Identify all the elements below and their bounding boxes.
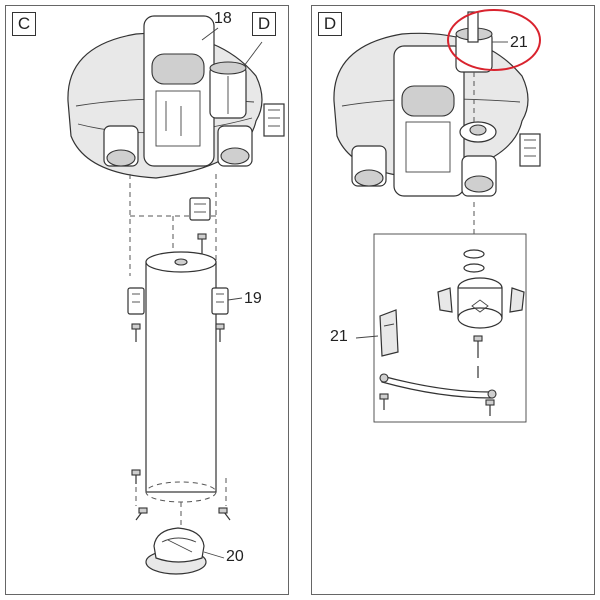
clip-left [127, 287, 145, 315]
panel-c-drawing [67, 15, 285, 575]
screw-bottom-right [218, 507, 231, 521]
filter-head-housing [67, 15, 285, 179]
leader-21-side [355, 335, 379, 339]
leader-20 [203, 551, 225, 559]
callout-ref-d: D [252, 12, 276, 36]
leader-19 [227, 297, 243, 301]
clip-left [437, 287, 453, 313]
panel-c: C [5, 5, 289, 595]
detail-frame [373, 233, 527, 423]
leader-18 [201, 27, 219, 41]
o-ring-bottom [463, 263, 485, 273]
callout-part-20: 20 [226, 548, 244, 565]
screw-bottom-far-left [135, 507, 148, 521]
callout-part-21-top: 21 [510, 34, 528, 51]
leader-ref-d [243, 41, 263, 67]
panel-d: D [311, 5, 595, 595]
clip-right [509, 287, 525, 313]
highlight-ellipse [447, 9, 541, 71]
callout-part-18: 18 [214, 10, 232, 27]
screw-bottom-left [379, 393, 389, 410]
screw-right [215, 323, 225, 342]
valve-body [457, 277, 503, 329]
screw-left [131, 323, 141, 342]
screw-top [197, 233, 207, 254]
panel-d-label: D [318, 12, 342, 36]
part-20-base [145, 527, 207, 575]
part-21-side [379, 309, 399, 357]
clip-top [189, 197, 211, 221]
spring-clip [379, 373, 497, 399]
filter-head-housing [333, 32, 541, 197]
panel-d-drawing [333, 9, 541, 423]
screw-bottom-left [131, 469, 141, 484]
callout-part-21-side: 21 [330, 328, 348, 345]
callout-part-19: 19 [244, 290, 262, 307]
panel-c-label: C [12, 12, 36, 36]
part-21-knob [455, 11, 493, 73]
filter-tube [145, 251, 217, 503]
screw-center [473, 335, 483, 358]
screw-bottom-right [485, 399, 495, 416]
o-ring-top [463, 249, 485, 259]
clip-right [211, 287, 229, 315]
